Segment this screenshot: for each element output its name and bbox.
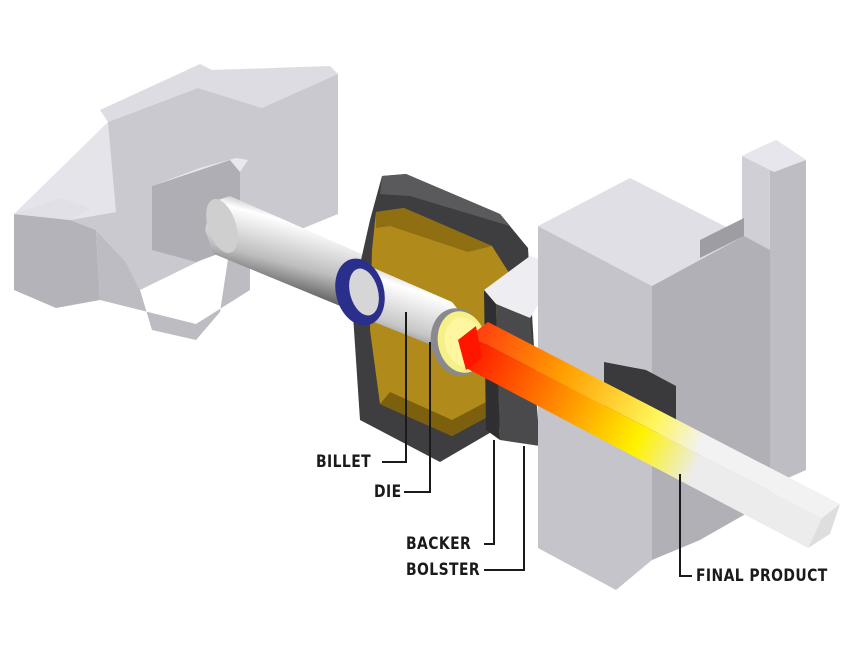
final-product-label: FINAL PRODUCT bbox=[696, 566, 828, 586]
billet-leader bbox=[382, 312, 407, 463]
backer-leader bbox=[484, 440, 495, 545]
product-front bbox=[466, 336, 822, 548]
ram-housing-block bbox=[96, 230, 250, 340]
product-hot-face bbox=[458, 326, 482, 370]
final-product-leader bbox=[679, 474, 692, 577]
platen-column-top bbox=[742, 140, 806, 172]
container-outer-top bbox=[380, 174, 510, 226]
platen-side-window bbox=[700, 218, 744, 258]
container-liner-dark bbox=[380, 392, 500, 436]
ram-stem-end bbox=[206, 199, 238, 253]
backer-top bbox=[484, 256, 548, 318]
leader-lines bbox=[382, 312, 692, 577]
container-liner-shade bbox=[376, 208, 492, 252]
backer-label: BACKER bbox=[406, 534, 472, 554]
ram-housing-flange-top bbox=[14, 198, 90, 220]
dummy-block-face bbox=[349, 268, 379, 316]
die-leader bbox=[404, 342, 431, 493]
ram-housing-step-top bbox=[152, 158, 248, 186]
ram-housing-flange bbox=[14, 214, 100, 308]
product-end bbox=[808, 504, 840, 548]
product-top bbox=[470, 322, 840, 518]
platen-top bbox=[538, 178, 744, 286]
bolster-leader bbox=[484, 446, 525, 571]
die-label: DIE bbox=[374, 482, 402, 502]
billet-label: BILLET bbox=[316, 452, 372, 472]
ram-housing-top-back bbox=[100, 64, 338, 122]
ram-housing bbox=[14, 64, 338, 340]
bolster-label: BOLSTER bbox=[406, 560, 481, 580]
extruded-product bbox=[458, 322, 840, 548]
